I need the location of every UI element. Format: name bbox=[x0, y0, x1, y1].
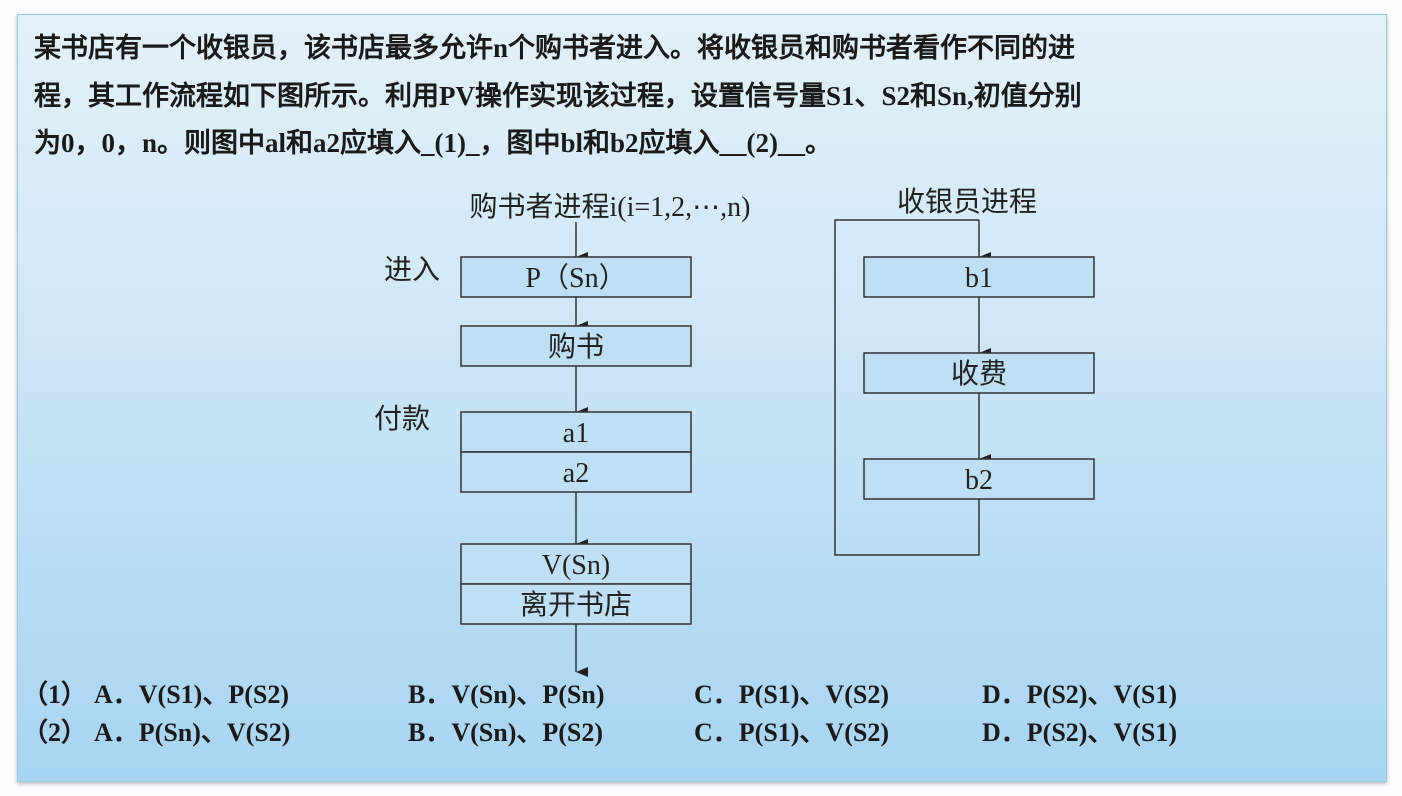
box-b2 bbox=[863, 458, 1095, 500]
question-panel: 某书店有一个收银员，该书店最多允许n个购书者进入。将收银员和购书者看作不同的进 … bbox=[17, 14, 1387, 782]
option-choice: D．P(S2)、V(S1) bbox=[982, 680, 1177, 709]
box-buy-book bbox=[460, 325, 692, 367]
question-text: 某书店有一个收银员，该书店最多允许n个购书者进入。将收银员和购书者看作不同的进 … bbox=[34, 25, 1374, 168]
box-label: 离开书店 bbox=[520, 589, 632, 621]
box-charge bbox=[863, 352, 1095, 394]
box-label: 购书 bbox=[548, 331, 604, 363]
box-label: V(Sn) bbox=[542, 550, 610, 581]
box-label: 收费 bbox=[951, 358, 1007, 390]
option-number: （1） bbox=[22, 680, 88, 709]
box-a1 bbox=[460, 411, 692, 453]
option-choice: B．V(Sn)、P(Sn) bbox=[408, 680, 605, 709]
loop-line bbox=[834, 219, 980, 556]
cashier-title: 收银员进程 bbox=[897, 186, 1037, 218]
box-label: b2 bbox=[965, 465, 993, 496]
option-choice: C．P(S1)、V(S2) bbox=[694, 680, 889, 709]
question-line: 为0，0，n。则图中al和a2应填入_(1)_，图中bl和b2应填入__(2)_… bbox=[34, 128, 833, 158]
box-label: a2 bbox=[563, 458, 589, 489]
box-b1 bbox=[863, 256, 1095, 298]
question-line: 某书店有一个收银员，该书店最多允许n个购书者进入。将收银员和购书者看作不同的进 bbox=[34, 33, 1076, 63]
box-a2 bbox=[460, 451, 692, 493]
buyer-title: 购书者进程i(i=1,2,⋯,n) bbox=[470, 191, 751, 223]
box-label: b1 bbox=[965, 263, 993, 294]
option-choice: A．P(Sn)、V(S2) bbox=[94, 718, 291, 747]
label-pay: 付款 bbox=[374, 403, 430, 435]
option-choice: D．P(S2)、V(S1) bbox=[982, 718, 1177, 747]
box-label: P（Sn） bbox=[525, 262, 626, 294]
label-enter: 进入 bbox=[384, 255, 440, 286]
option-number: （2） bbox=[22, 718, 88, 747]
box-p-sn bbox=[460, 256, 692, 298]
option-choice: A．V(S1)、P(S2) bbox=[94, 680, 289, 709]
box-leave bbox=[460, 583, 692, 625]
option-choice: B．V(Sn)、P(S2) bbox=[408, 718, 604, 747]
box-v-sn bbox=[460, 543, 692, 585]
question-line: 程，其工作流程如下图所示。利用PV操作实现该过程，设置信号量S1、S2和Sn,初… bbox=[34, 80, 1082, 111]
box-label: a1 bbox=[563, 418, 589, 449]
option-choice: C．P(S1)、V(S2) bbox=[694, 718, 889, 747]
